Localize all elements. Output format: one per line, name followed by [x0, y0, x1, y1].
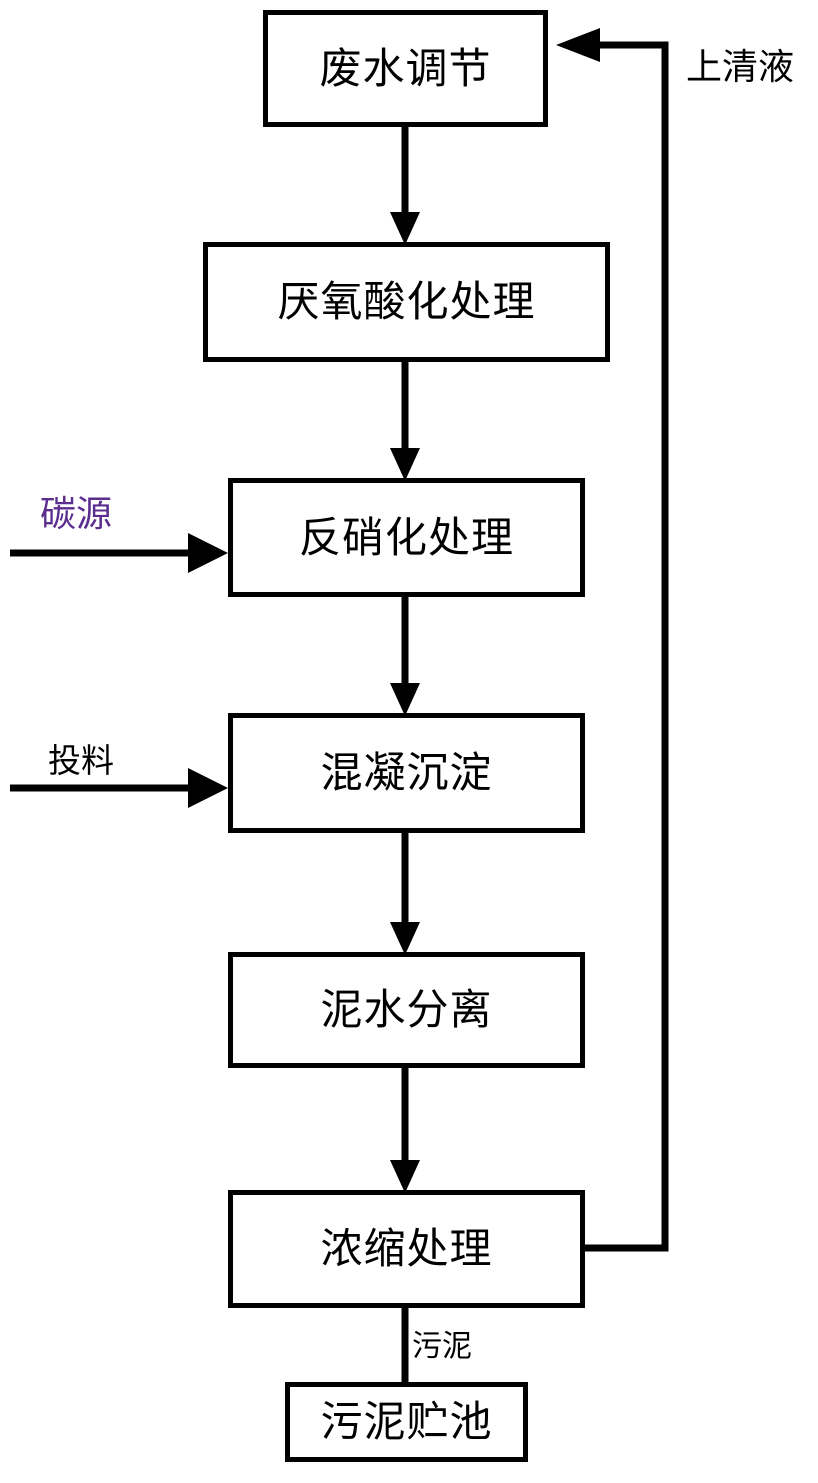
node-label: 浓缩处理 [320, 1224, 493, 1273]
node-denitrification[interactable]: 反硝化处理 [228, 478, 585, 597]
node-wastewater-adjustment[interactable]: 废水调节 [263, 10, 548, 127]
node-label: 厌氧酸化处理 [277, 277, 536, 326]
connector-lines [10, 41, 669, 1386]
arrowhead-n5-n6 [390, 1160, 420, 1193]
node-sludge-storage-tank[interactable]: 污泥贮池 [285, 1382, 528, 1462]
connector-arrowheads [188, 28, 600, 1193]
node-sludge-water-separation[interactable]: 泥水分离 [228, 952, 585, 1068]
node-label: 废水调节 [319, 43, 492, 93]
arrowhead-carbon-source [188, 533, 228, 573]
arrowhead-n3-n4 [390, 683, 420, 716]
node-anaerobic-acidification[interactable]: 厌氧酸化处理 [203, 242, 610, 362]
arrowhead-dosing [188, 768, 228, 808]
arrowhead-recycle-supernatant [556, 28, 600, 62]
input-label-carbon-source: 碳源 [40, 494, 113, 535]
node-label: 泥水分离 [320, 985, 493, 1034]
arrowhead-n4-n5 [390, 922, 420, 955]
arrowhead-n1-n2 [390, 212, 420, 245]
connector-recycle-supernatant [585, 41, 669, 1252]
edge-label-supernatant: 上清液 [686, 47, 795, 88]
input-label-dosing: 投料 [48, 741, 114, 780]
edge-label-sludge: 污泥 [412, 1329, 472, 1364]
node-concentration-treatment[interactable]: 浓缩处理 [228, 1190, 585, 1308]
arrowhead-n2-n3 [390, 448, 420, 481]
node-coagulation-sedimentation[interactable]: 混凝沉淀 [228, 713, 585, 833]
node-label: 反硝化处理 [298, 512, 514, 562]
node-label: 混凝沉淀 [320, 748, 493, 797]
node-label: 污泥贮池 [320, 1397, 493, 1446]
